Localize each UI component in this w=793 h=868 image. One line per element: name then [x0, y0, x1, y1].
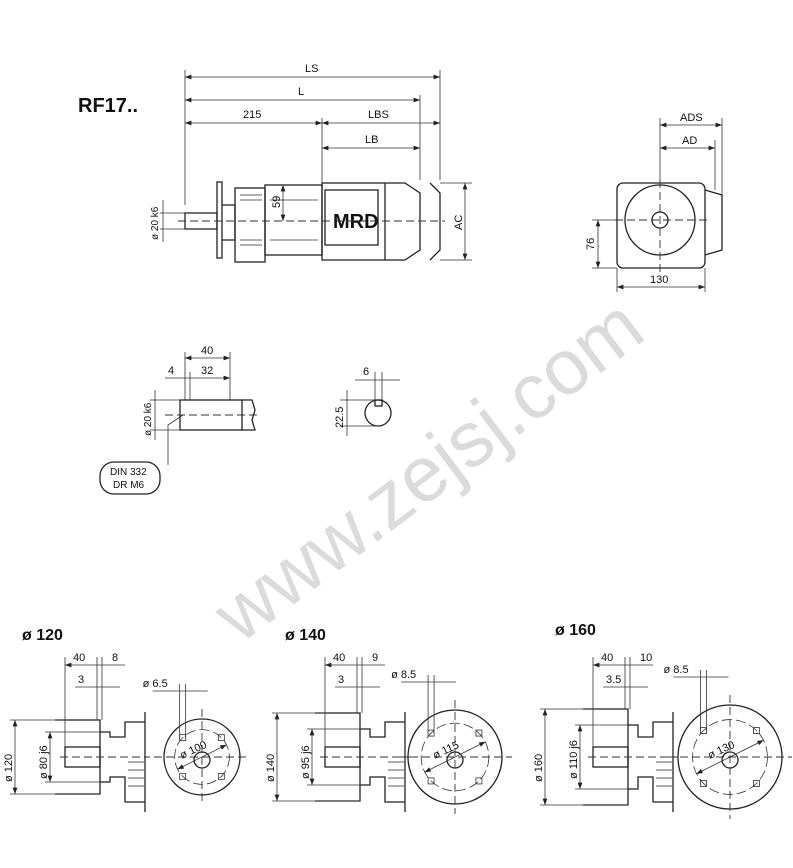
- note-line-2: DR M6: [113, 480, 145, 491]
- flange-dim-right-label: 8: [112, 652, 118, 664]
- flange-outer-dia-label: ø 160: [533, 754, 545, 782]
- flange-variants: ø 120 40 8 3 ø 120 ø 80 j6 ø 100 ø 6.5 ø 140 40 9 3…: [3, 622, 792, 819]
- flange-pcd-label: ø 130: [706, 739, 737, 762]
- dim-76-label: 76: [585, 238, 597, 250]
- key-detail: 6 22.5: [334, 366, 400, 436]
- key-dim-6-label: 6: [363, 366, 369, 378]
- flange-dim-right-label: 10: [640, 652, 652, 664]
- flange-title: ø 120: [22, 627, 63, 644]
- dim-ad-label: AD: [682, 135, 697, 147]
- dim-130-label: 130: [650, 274, 668, 286]
- bolt-hole-icon: [427, 777, 435, 785]
- center-hole-note-box: [99, 461, 161, 495]
- flange-variant-1: ø 120 40 8 3 ø 120 ø 80 j6 ø 100 ø 6.5: [3, 627, 250, 812]
- flange-title: ø 160: [555, 622, 596, 639]
- dim-ls-label: LS: [305, 63, 318, 75]
- flange-spigot-dia-label: ø 95 j6: [300, 745, 312, 779]
- dim-lb-label: LB: [365, 134, 378, 146]
- shaft-detail-dia-label: ø 20 k6: [143, 402, 154, 436]
- shaft-dim-4-label: 4: [168, 365, 174, 377]
- flange-dim-right-label: 9: [372, 652, 378, 664]
- key-dim-22-5-label: 22.5: [334, 407, 346, 428]
- flange-outer-dia-label: ø 120: [3, 754, 15, 782]
- shaft-detail: 40 4 32 ø 20 k6 DIN 332 DR M6: [99, 345, 258, 495]
- shaft-dim-32-label: 32: [201, 365, 213, 377]
- flange-variant-3: ø 160 40 10 3.5 ø 160 ø 110 j6 ø 130 ø 8.5: [533, 622, 792, 819]
- flange-spigot-dia-label: ø 110 j6: [568, 740, 580, 779]
- flange-hole-dia-label: ø 8.5: [664, 664, 689, 676]
- motor-label: MRD: [333, 211, 379, 233]
- bolt-hole-icon: [179, 772, 187, 780]
- dim-ac-label: AC: [453, 215, 465, 230]
- note-line-1: DIN 332: [110, 467, 147, 478]
- flange-pcd-label: ø 115: [431, 739, 461, 761]
- flange-spigot-dia-label: ø 80 j6: [38, 745, 50, 779]
- watermark: www.zejsj.com: [196, 281, 658, 660]
- bolt-hole-icon: [753, 780, 760, 787]
- dim-l-label: L: [298, 86, 304, 98]
- flange-hole-dia-label: ø 8.5: [391, 669, 416, 681]
- flange-dim-40-label: 40: [333, 652, 345, 664]
- bolt-hole-icon: [475, 729, 483, 737]
- flange-dim-small-label: 3: [338, 674, 344, 686]
- flange-title: ø 140: [285, 627, 326, 644]
- main-view: LS L 215 LBS LB MRD 59 AC ø 20 k6: [150, 63, 472, 263]
- bolt-hole-icon: [475, 777, 483, 785]
- dim-215-label: 215: [243, 109, 261, 121]
- flange-hole-dia-label: ø 6.5: [143, 678, 168, 690]
- flange-pcd-label: ø 100: [178, 739, 209, 762]
- dim-59-label: 59: [271, 196, 283, 208]
- bolt-hole-icon: [217, 772, 225, 780]
- flange-dim-40-label: 40: [601, 652, 613, 664]
- dim-lbs-label: LBS: [368, 109, 389, 121]
- bolt-hole-icon: [217, 734, 225, 742]
- side-view: ADS AD 76 130: [585, 112, 723, 292]
- bolt-hole-icon: [753, 727, 760, 734]
- flange-outer-dia-label: ø 140: [265, 754, 277, 782]
- flange-dim-small-label: 3: [78, 674, 84, 686]
- shaft-dim-40-label: 40: [201, 345, 213, 357]
- model-title: RF17..: [78, 95, 138, 117]
- bolt-hole-icon: [700, 780, 707, 787]
- flange-dim-40-label: 40: [73, 652, 85, 664]
- flange-dim-small-label: 3.5: [606, 674, 621, 686]
- main-shaft-dia-label: ø 20 k6: [150, 206, 161, 240]
- dim-ads-label: ADS: [680, 112, 703, 124]
- flange-variant-2: ø 140 40 9 3 ø 140 ø 95 j6 ø 115 ø 8.5: [265, 627, 512, 814]
